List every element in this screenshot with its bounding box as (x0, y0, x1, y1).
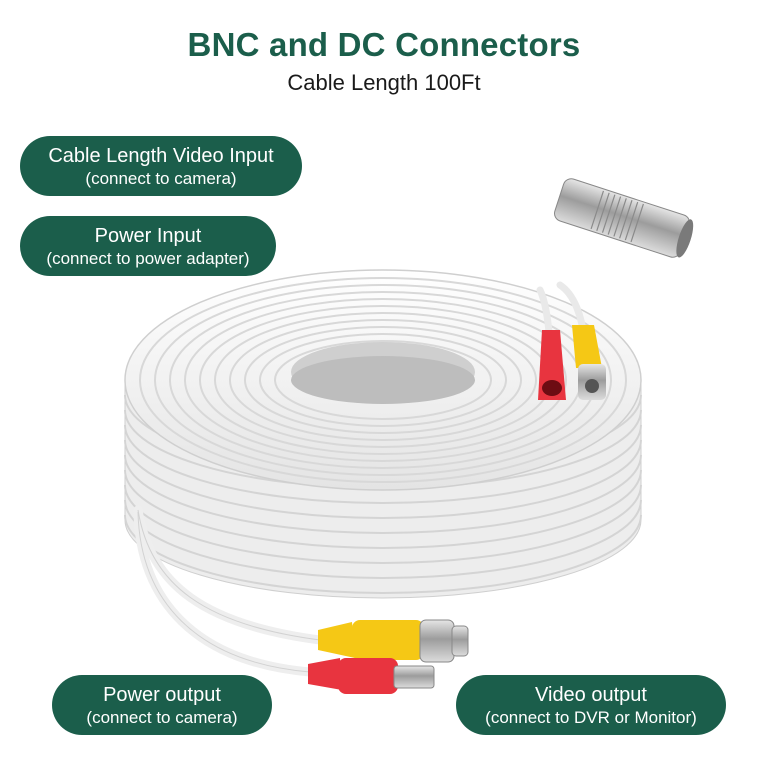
power-output-title: Power output (103, 683, 221, 706)
video-output-label: Video output (connect to DVR or Monitor) (456, 675, 726, 735)
video-input-title: Cable Length Video Input (48, 144, 274, 167)
video-output-note: (connect to DVR or Monitor) (485, 707, 697, 727)
power-input-label: Power Input (connect to power adapter) (20, 216, 276, 276)
top-red-dc-connector (538, 330, 566, 400)
video-input-label: Cable Length Video Input (connect to cam… (20, 136, 302, 196)
power-input-note: (connect to power adapter) (46, 248, 250, 268)
dc-plug-icon (308, 658, 435, 694)
page-title: BNC and DC Connectors (187, 26, 581, 63)
power-output-note: (connect to camera) (86, 707, 238, 727)
power-input-title: Power Input (94, 224, 202, 247)
top-yellow-bnc-connector (572, 325, 606, 400)
power-output-label: Power output (connect to camera) (52, 675, 272, 735)
bnc-connector-icon (318, 619, 469, 663)
coil-top (124, 269, 642, 491)
video-input-note: (connect to camera) (85, 168, 237, 188)
page-subtitle: Cable Length 100Ft (287, 70, 481, 95)
bnc-coupler-icon (554, 178, 694, 258)
video-output-title: Video output (535, 683, 647, 706)
